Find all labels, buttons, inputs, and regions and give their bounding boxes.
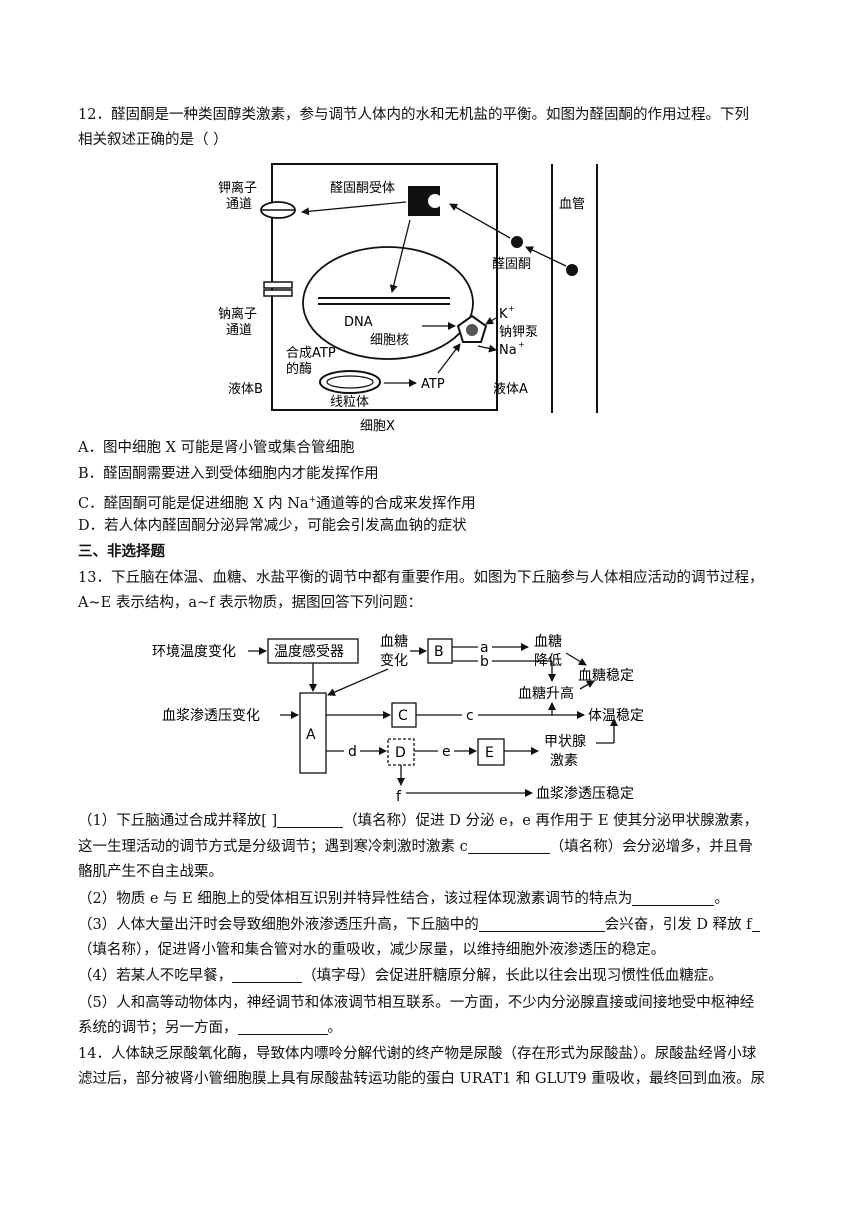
glucose-low-label-2: 降低 bbox=[534, 653, 562, 669]
na-channel-label-2: 通道 bbox=[226, 323, 252, 338]
A-label: A bbox=[306, 727, 316, 743]
glucose-change-label-1: 血糖 bbox=[380, 634, 408, 650]
k-ion-label: K bbox=[499, 307, 508, 322]
dna-label: DNA bbox=[344, 315, 373, 330]
box-B bbox=[427, 638, 453, 664]
glucose-stable-label: 血糖稳定 bbox=[578, 668, 634, 684]
mitochondrion-shape bbox=[319, 370, 381, 394]
answer-blank[interactable] bbox=[478, 915, 605, 932]
glucose-low-label-1: 血糖 bbox=[534, 634, 562, 650]
answer-blank[interactable] bbox=[277, 811, 344, 828]
q13-part1-line2: 这一生理活动的调节方式是分级调节；遇到寒冷刺激时激素 c（填名称）会分泌增多，并… bbox=[78, 837, 753, 855]
aldosterone-diagram: 血管 醛固酮受体 醛固酮 钾离子 通道 钠离子 通道 DNA 细胞核 bbox=[218, 163, 598, 433]
q13-stem-line2: A~E 表示结构，a~f 表示物质，据图回答下列问题： bbox=[78, 595, 423, 611]
q12-option-a: A．图中细胞 X 可能是肾小管或集合管细胞 bbox=[78, 440, 355, 456]
aldosterone-label: 醛固酮 bbox=[492, 256, 531, 272]
q13-part3-line1: （3）人体大量出汗时会导致细胞外液渗透压升高，下丘脑中的会兴奋，引发 D 释放 … bbox=[78, 914, 790, 936]
pump-label: 钠钾泵 bbox=[499, 325, 538, 340]
hypothalamus-diagram: 环境温度变化 温度感受器 血糖 变化 B a b 血糖 降低 血糖稳定 血糖升高 bbox=[152, 634, 644, 805]
fluid-b-label: 液体B bbox=[228, 382, 263, 397]
thermo-receptor-label: 温度感受器 bbox=[274, 643, 344, 660]
vessel-label: 血管 bbox=[559, 197, 585, 212]
C-label: C bbox=[398, 708, 408, 724]
box-E bbox=[477, 738, 505, 766]
glucose-change-label-2: 变化 bbox=[380, 653, 408, 669]
q12-option-b: B．醛固酮需要进入到受体细胞内才能发挥作用 bbox=[78, 466, 379, 482]
q12-stem-line1: 12．醛固酮是一种类固醇类激素，参与调节人体内的水和无机盐的平衡。如图为醛固酮的… bbox=[78, 107, 749, 123]
env-temp-label: 环境温度变化 bbox=[152, 644, 236, 660]
k-channel-label-1: 钾离子 bbox=[218, 180, 257, 196]
D-label: D bbox=[395, 745, 406, 761]
cell-x-label: 细胞X bbox=[360, 419, 395, 433]
plasma-stable-label: 血浆渗透压稳定 bbox=[536, 786, 634, 802]
plasma-change-label: 血浆渗透压变化 bbox=[162, 708, 260, 724]
B-label: B bbox=[434, 644, 444, 660]
temp-stable-label: 体温稳定 bbox=[588, 708, 644, 724]
a-label: a bbox=[480, 640, 489, 656]
q13-stem-line1: 13．下丘脑在体温、血糖、水盐平衡的调节中都有重要作用。如图为下丘脑参与人体相应… bbox=[78, 570, 764, 586]
answer-blank[interactable] bbox=[751, 915, 760, 932]
na-ion-label: Na bbox=[499, 343, 517, 358]
E-label: E bbox=[485, 745, 494, 761]
answer-blank[interactable] bbox=[232, 966, 303, 983]
d-label: d bbox=[348, 744, 357, 760]
receptor-label: 醛固酮受体 bbox=[330, 180, 395, 196]
q13-part4: （4）若某人不吃早餐，（填字母）会促进肝糖原分解，长此以往会出现习惯性低血糖症。 bbox=[78, 966, 723, 984]
f-label: f bbox=[396, 789, 402, 805]
thyroid-label-1: 甲状腺 bbox=[544, 734, 586, 750]
b-label: b bbox=[480, 654, 489, 670]
thyroid-label-2: 激素 bbox=[550, 752, 578, 769]
svg-text:+: + bbox=[508, 304, 515, 313]
section-3-heading: 三、非选择题 bbox=[78, 543, 165, 560]
q13-part5-line2: 系统的调节；另一方面，。 bbox=[78, 1018, 342, 1036]
q13-part1-line1: （1）下丘脑通过合成并释放[ ]（填名称）促进 D 分泌 e，e 再作用于 E … bbox=[78, 811, 759, 829]
q13-part5-line1: （5）人和高等动物体内，神经调节和体液调节相互联系。一方面，不少内分泌腺直接或间… bbox=[78, 995, 755, 1011]
q13-part1-line3: 骼肌产生不自主战栗。 bbox=[78, 864, 223, 880]
answer-blank[interactable] bbox=[467, 837, 550, 854]
aldosterone-molecule-1 bbox=[566, 264, 578, 276]
nucleus-shape bbox=[302, 246, 474, 360]
na-channel-shape bbox=[263, 281, 293, 289]
enzyme-label-1: 合成ATP bbox=[286, 346, 336, 361]
glucose-high-label: 血糖升高 bbox=[518, 685, 574, 702]
q14-line2: 滤过后，部分被肾小管细胞膜上具有尿酸盐转运功能的蛋白 URAT1 和 GLUT9… bbox=[78, 1071, 766, 1087]
q12-option-c: C．醛固酮可能是促进细胞 X 内 Na+通道等的合成来发挥作用 bbox=[78, 495, 476, 512]
e-label: e bbox=[442, 744, 451, 760]
atp-label: ATP bbox=[421, 377, 445, 392]
c-label: c bbox=[466, 708, 474, 724]
na-channel-label-1: 钠离子 bbox=[218, 306, 257, 322]
q14-line1: 14．人体缺乏尿酸氧化酶，导致体内嘌呤分解代谢的终产物是尿酸（存在形式为尿酸盐）… bbox=[78, 1046, 757, 1062]
q13-part2: （2）物质 e 与 E 细胞上的受体相互识别并特异性结合，该过程体现激素调节的特… bbox=[78, 889, 729, 907]
aldosterone-molecule-2 bbox=[511, 236, 523, 248]
fluid-a-label: 液体A bbox=[493, 382, 528, 397]
nucleus-label: 细胞核 bbox=[370, 333, 409, 348]
q13-part3-line2: （填名称），促进肾小管和集合管对水的重吸收，减少尿量，以维持细胞外液渗透压的稳定… bbox=[78, 942, 666, 958]
box-A bbox=[299, 692, 327, 774]
svg-text:+: + bbox=[518, 340, 525, 349]
q12-stem-line2: 相关叙述正确的是（ ） bbox=[78, 132, 228, 148]
q12-option-d: D．若人体内醛固酮分泌异常减少，可能会引发高血钠的症状 bbox=[78, 518, 467, 534]
answer-blank[interactable] bbox=[632, 889, 715, 906]
k-channel-label-2: 通道 bbox=[226, 197, 252, 212]
mito-label: 线粒体 bbox=[330, 395, 369, 410]
enzyme-label-2: 的酶 bbox=[286, 361, 312, 377]
answer-blank[interactable] bbox=[237, 1018, 328, 1035]
